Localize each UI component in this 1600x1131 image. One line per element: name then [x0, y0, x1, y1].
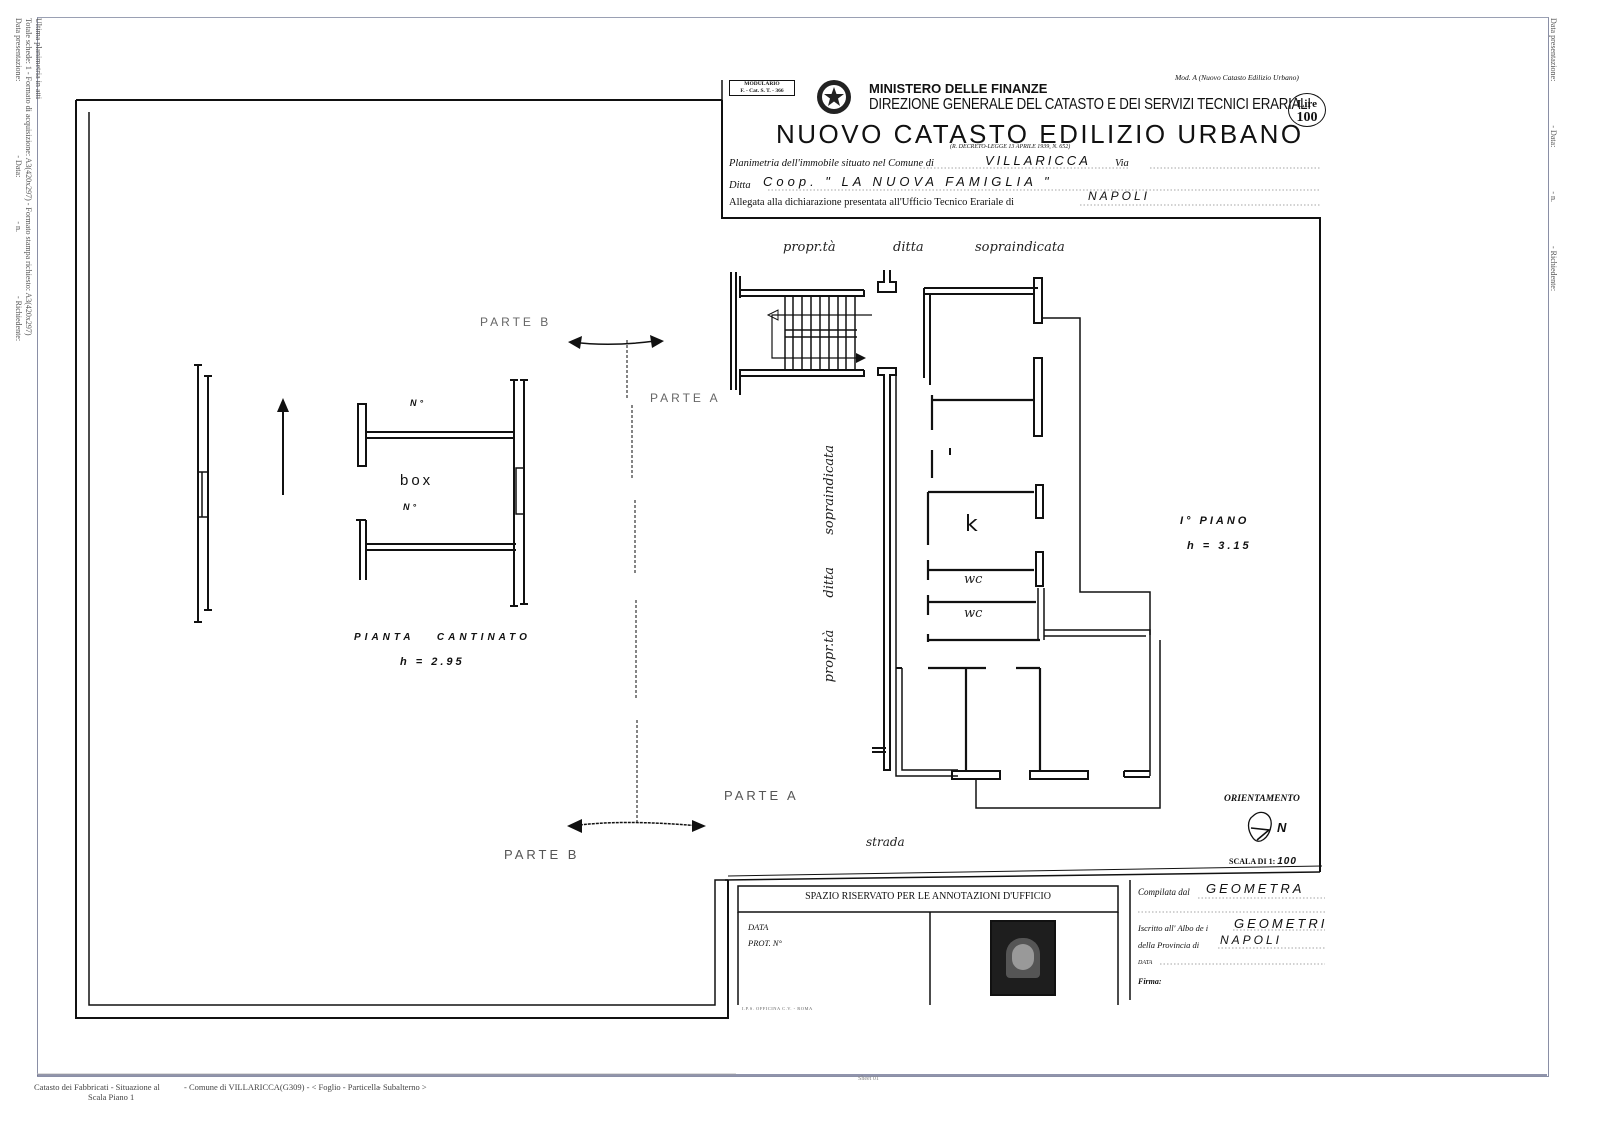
allegata-label: Allegata alla dichiarazione presentata a… — [729, 197, 1015, 208]
top-label-proprieta: propr.tà — [783, 240, 836, 255]
margin-left-line1: Data presentazione: - Data: - n. - Richi… — [14, 18, 23, 341]
iscritto-label: Iscritto all' Albo de i — [1138, 923, 1209, 933]
compilata-label: Compilata dal — [1138, 887, 1190, 897]
scale-value: 100 — [1277, 856, 1297, 867]
box-label: box — [400, 472, 434, 489]
ufficio-value: NAPOLI — [1088, 189, 1151, 203]
parte-a-top: PARTE A — [650, 391, 721, 405]
page-frame — [37, 17, 1549, 1077]
via-label: Via — [1115, 158, 1129, 169]
top-label-sopraindicata: sopraindicata — [975, 240, 1065, 255]
modulario-label: MODULARIO — [744, 81, 780, 87]
top-label-ditta: ditta — [893, 240, 924, 255]
modulario-code: F. - Cat. S. T. - 366 — [740, 87, 784, 94]
margin-right-richiedente: - Richiedente: — [1549, 245, 1558, 292]
office-data-label: DATA — [748, 922, 769, 932]
parte-a-bottom: PARTE A — [724, 788, 799, 803]
scale-prefix: SCALA DI 1: — [1229, 857, 1276, 866]
footer-subalterno: - Subalterno > — [378, 1082, 427, 1092]
north-compass-icon — [1245, 808, 1281, 848]
margin-data-label: - Data: — [14, 155, 23, 178]
compiler-data-label: DATA — [1138, 960, 1153, 966]
footer-situazione: Catasto dei Fabbricati - Situazione al — [34, 1082, 160, 1092]
scale-label: SCALA DI 1: 100 — [1229, 856, 1297, 867]
floor-title: I° PIANO — [1180, 515, 1250, 527]
ditta-label: Ditta — [729, 180, 751, 191]
price-value: 100 — [1296, 110, 1318, 125]
revenue-stamp-icon — [990, 920, 1056, 996]
wc-label-2: wc — [964, 606, 983, 621]
margin-right-date: Data presentazione: — [1549, 18, 1558, 82]
price-stamp: Lire 100 — [1288, 93, 1326, 127]
wc-label-1: wc — [964, 572, 983, 587]
kitchen-label: k — [965, 512, 978, 537]
planimetria-label: Planimetria dell'immobile situato nel Co… — [729, 158, 934, 169]
plan-title-basement: PIANTA CANTINATO — [354, 632, 531, 643]
model-label: Mod. A (Nuovo Catasto Edilizio Urbano) — [1175, 73, 1299, 82]
decree-reference: (R. DECRETO-LEGGE 13 APRILE 1939, N. 652… — [950, 144, 1071, 150]
basement-height: h = 2.95 — [400, 656, 465, 668]
street-label: strada — [866, 835, 905, 849]
side-label-proprieta: propr.tà ditta sopraindicata — [822, 445, 837, 683]
box-number-bottom: N° — [403, 502, 420, 512]
ditta-value: Coop. " LA NUOVA FAMIGLIA " — [763, 174, 1053, 189]
margin-right: Data presentazione: - Data: - n. - Richi… — [1549, 18, 1558, 291]
sheet-label: Sheet 01 — [858, 1076, 879, 1082]
office-box-title: SPAZIO RISERVATO PER LE ANNOTAZIONI D'UF… — [805, 891, 1051, 902]
printer-credit: I.P.S. OFFICINA C.V. - ROMA — [742, 1006, 813, 1011]
margin-date-label: Data presentazione: — [14, 18, 23, 82]
north-letter: N — [1277, 820, 1287, 835]
provincia-label: della Provincia di — [1138, 940, 1200, 950]
floor-height: h = 3.15 — [1187, 540, 1252, 552]
footer-scala-piano: Scala Piano 1 — [88, 1092, 135, 1102]
compilata-value: GEOMETRA — [1206, 881, 1305, 896]
box-number-top: N° — [410, 398, 427, 408]
parte-b-bottom: PARTE B — [504, 847, 580, 862]
margin-right-n: - n. — [1549, 191, 1558, 202]
margin-richiedente-label: - Richiedente: — [14, 295, 23, 342]
orientation-label: ORIENTAMENTO — [1224, 794, 1300, 804]
iscritto-value: GEOMETRI — [1234, 916, 1328, 931]
footer-comune: - Comune di VILLARICCA(G309) - < Foglio … — [184, 1082, 380, 1092]
margin-left-line3: Ultima planimetria in atti — [34, 18, 43, 100]
emblem-icon — [815, 77, 853, 117]
parte-b-top: PARTE B — [480, 315, 552, 329]
firma-label: Firma: — [1138, 977, 1162, 986]
margin-n-label: - n. — [14, 221, 23, 232]
margin-left-line2: Totale schede: 1 - Formato di acquisizio… — [24, 18, 33, 336]
ministry-name: MINISTERO DELLE FINANZE — [869, 81, 1048, 96]
direction-name: DIREZIONE GENERALE DEL CATASTO E DEI SER… — [869, 96, 1311, 113]
form-title: NUOVO CATASTO EDILIZIO URBANO — [776, 119, 1304, 149]
modulario-box: MODULARIO F. - Cat. S. T. - 366 — [729, 80, 795, 96]
comune-value: VILLARICCA — [985, 153, 1091, 168]
margin-right-data: - Data: — [1549, 125, 1558, 148]
provincia-value: NAPOLI — [1220, 933, 1283, 947]
office-prot-label: PROT. N° — [748, 938, 782, 948]
price-label: Lire — [1297, 98, 1317, 110]
